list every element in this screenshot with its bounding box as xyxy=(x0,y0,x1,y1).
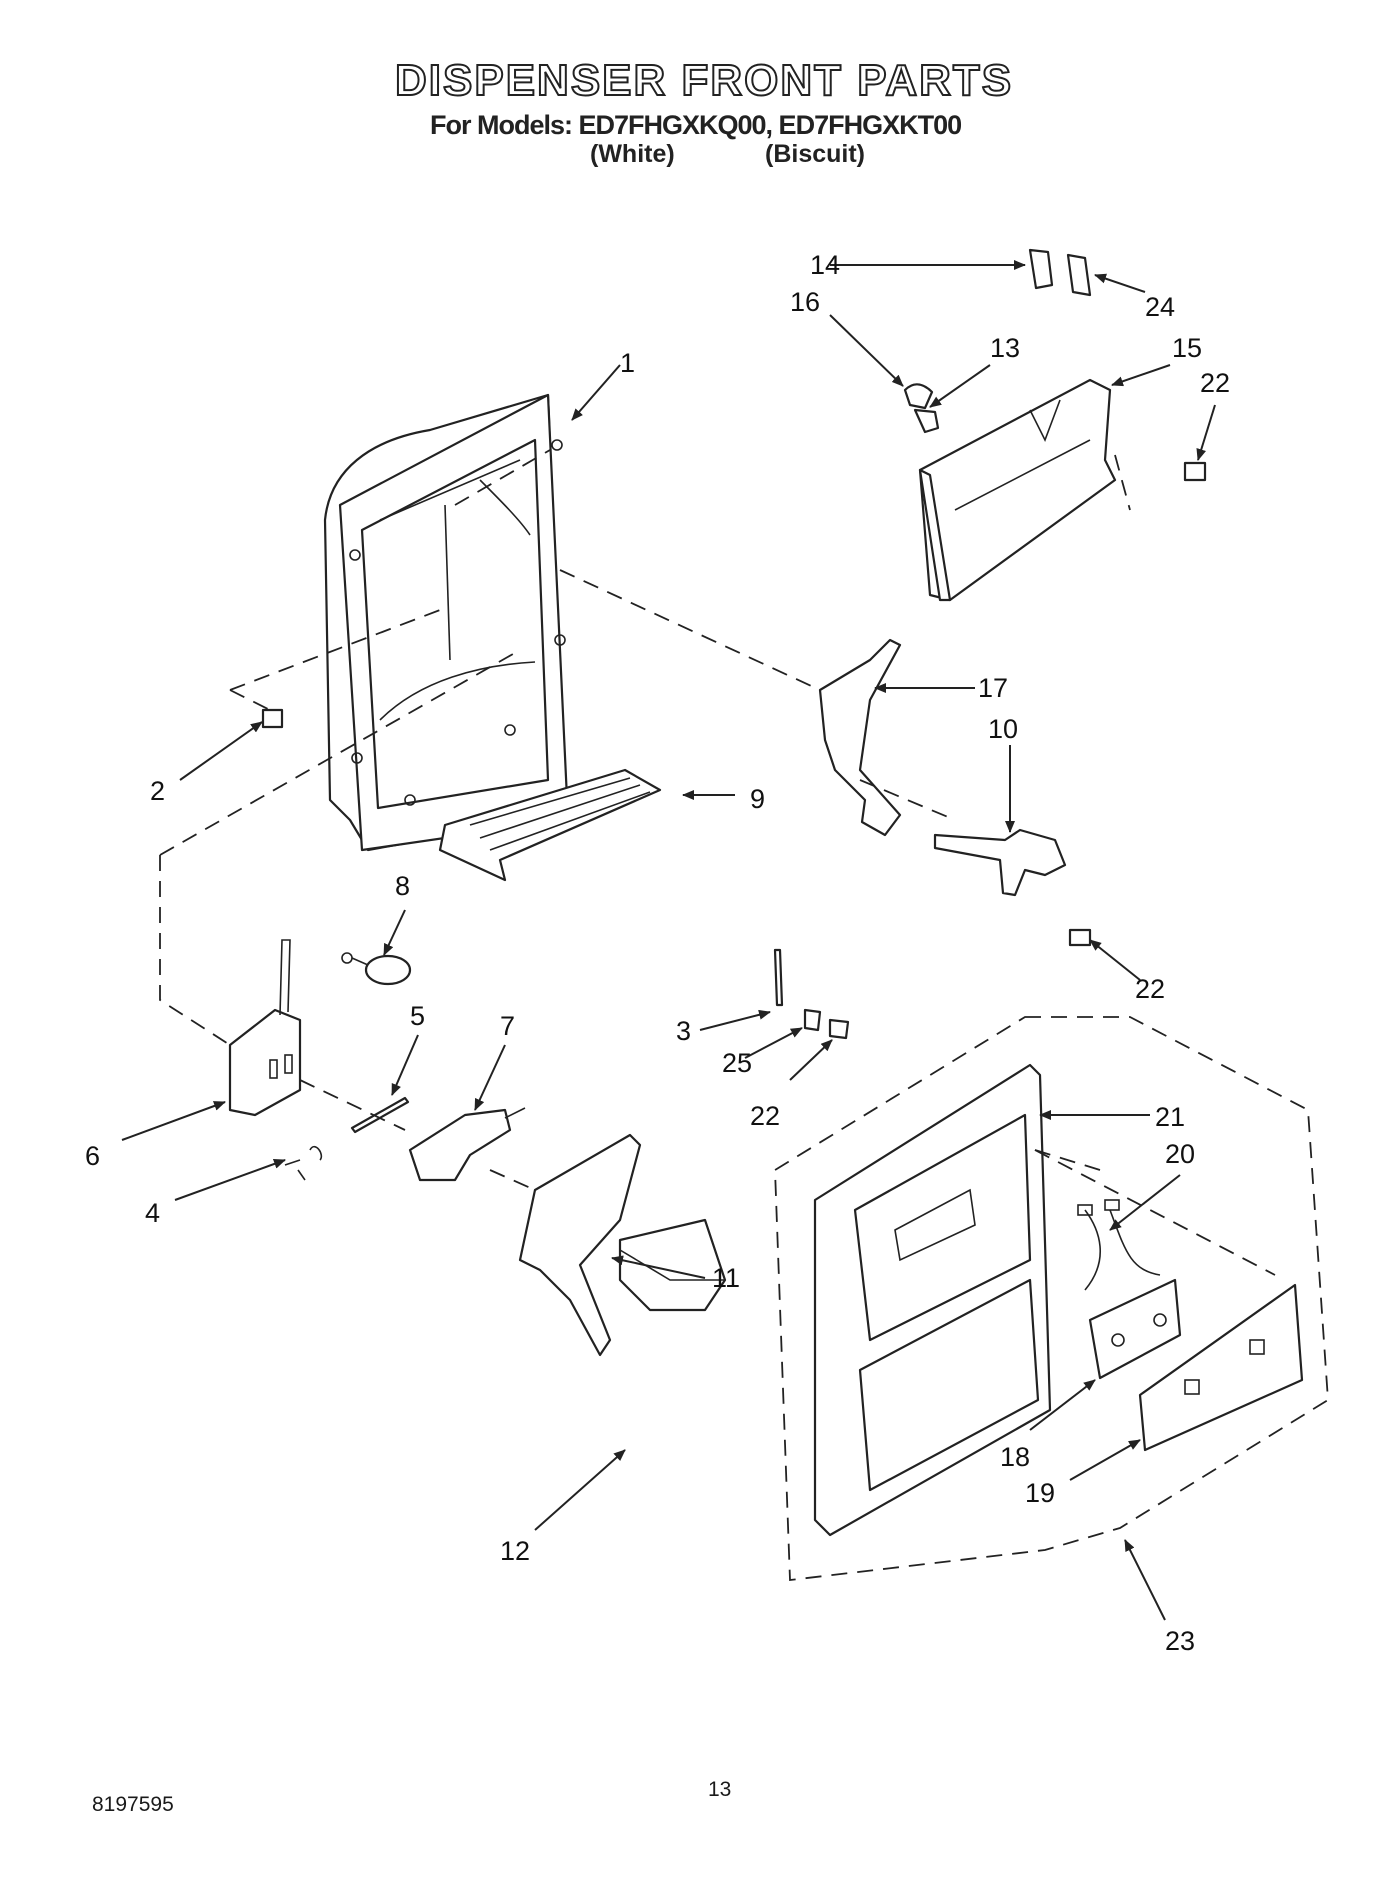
callout-16: 16 xyxy=(790,287,820,317)
part-13-socket xyxy=(913,408,940,434)
callout-17: 17 xyxy=(978,673,1008,703)
callout-5: 5 xyxy=(410,1001,425,1031)
model-numbers: For Models: ED7FHGXKQ00, ED7FHGXKT00 xyxy=(430,110,962,140)
callout-9: 9 xyxy=(750,784,765,814)
callout-labels: 1 2 3 4 5 6 7 8 9 10 11 12 13 14 15 16 1… xyxy=(85,250,1230,1656)
callout-12: 12 xyxy=(500,1536,530,1566)
callout-21: 21 xyxy=(1155,1102,1185,1132)
variant-white-label: (White) xyxy=(590,140,675,168)
callout-23: 23 xyxy=(1165,1626,1195,1656)
callout-7: 7 xyxy=(500,1011,515,1041)
callout-3: 3 xyxy=(676,1016,691,1046)
callout-25: 25 xyxy=(722,1048,752,1078)
callout-4: 4 xyxy=(145,1198,160,1228)
callout-2: 2 xyxy=(150,776,165,806)
callout-15: 15 xyxy=(1172,333,1202,363)
part-5-rod xyxy=(350,1096,410,1134)
callout-8: 8 xyxy=(395,871,410,901)
part-12-chute xyxy=(618,1218,727,1312)
part-14-switch xyxy=(1028,248,1054,290)
callout-24: 24 xyxy=(1145,292,1175,322)
callout-22-right: 22 xyxy=(1135,974,1165,1004)
part-16-bulb xyxy=(903,383,934,410)
callout-13: 13 xyxy=(990,333,1020,363)
part-25-pad xyxy=(803,1008,822,1032)
part-15-control-housing xyxy=(918,378,1117,602)
alignment-lines xyxy=(159,449,1276,1276)
page-number: 13 xyxy=(708,1778,732,1801)
part-9-drip-tray xyxy=(438,768,662,882)
part-7-hinge xyxy=(408,1107,526,1182)
document-number: 8197595 xyxy=(92,1793,174,1816)
part-4-spring xyxy=(284,1145,323,1181)
variant-biscuit-label: (Biscuit) xyxy=(765,140,865,168)
part-24-insulator xyxy=(1066,253,1092,297)
part-3-clip xyxy=(773,948,784,1007)
callout-18: 18 xyxy=(1000,1442,1030,1472)
diagram-title: DISPENSER FRONT PARTS xyxy=(394,55,1014,106)
part-11-paddle xyxy=(518,1133,642,1357)
callout-11: 11 xyxy=(712,1263,740,1293)
callout-20: 20 xyxy=(1165,1139,1195,1169)
leader-lines xyxy=(121,260,1216,1621)
part-1-housing xyxy=(323,393,570,852)
callout-6: 6 xyxy=(85,1141,100,1171)
part-22-screw-c xyxy=(1183,461,1207,482)
callout-10: 10 xyxy=(988,714,1018,744)
part-6-module xyxy=(228,939,302,1117)
part-22-screw-a xyxy=(828,1018,850,1040)
callout-14: 14 xyxy=(810,250,840,280)
part-17-lever xyxy=(818,638,902,837)
callout-19: 19 xyxy=(1025,1478,1055,1508)
part-2-screw xyxy=(261,708,284,729)
part-18-switch-board xyxy=(1088,1278,1182,1380)
part-23-assembly-boundary xyxy=(774,1016,1329,1582)
part-19-overlay xyxy=(1138,1283,1304,1452)
part-22-screw-b xyxy=(1068,928,1092,947)
part-10-actuator xyxy=(933,828,1067,897)
callout-22-top: 22 xyxy=(1200,368,1230,398)
part-21-front-panel xyxy=(813,1063,1052,1537)
part-8-solenoid xyxy=(341,952,412,986)
callout-1: 1 xyxy=(620,348,635,378)
callout-22-mid: 22 xyxy=(750,1101,780,1131)
part-20-harness xyxy=(1077,1199,1161,1291)
